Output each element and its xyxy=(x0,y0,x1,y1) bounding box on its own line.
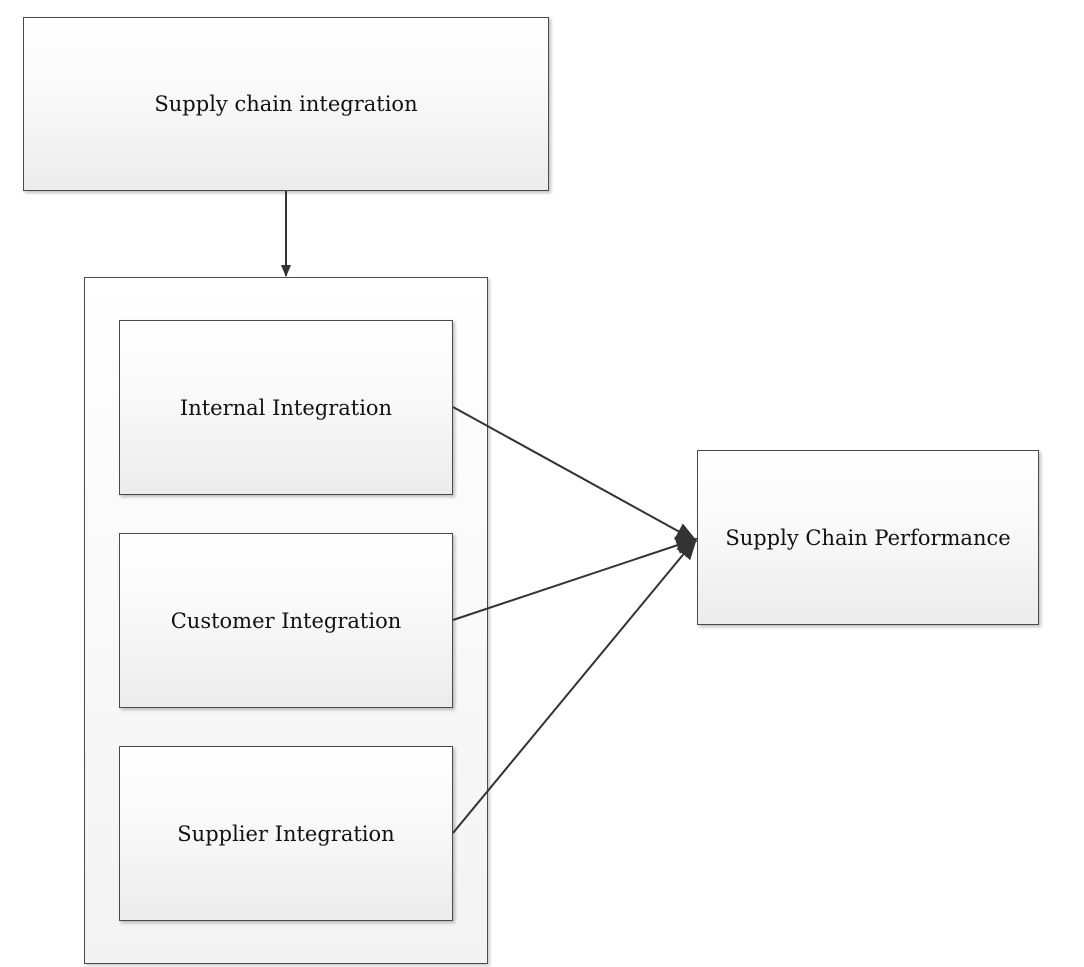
edge-internal-to-performance xyxy=(452,406,698,542)
node-supplier-integration: Supplier Integration xyxy=(119,746,453,921)
edge-customer-to-performance xyxy=(452,536,698,621)
edge-supplier-to-performance xyxy=(452,537,698,834)
node-label: Supply chain integration xyxy=(154,92,418,116)
node-supply-chain-performance: Supply Chain Performance xyxy=(697,450,1039,625)
node-label: Internal Integration xyxy=(179,395,393,420)
node-label: Supply Chain Performance xyxy=(725,525,1011,550)
node-label: Customer Integration xyxy=(170,608,402,633)
node-internal-integration: Internal Integration xyxy=(119,320,453,495)
node-label: Supplier Integration xyxy=(177,821,395,846)
node-supply-chain-integration: Supply chain integration xyxy=(23,17,549,191)
node-customer-integration: Customer Integration xyxy=(119,533,453,708)
